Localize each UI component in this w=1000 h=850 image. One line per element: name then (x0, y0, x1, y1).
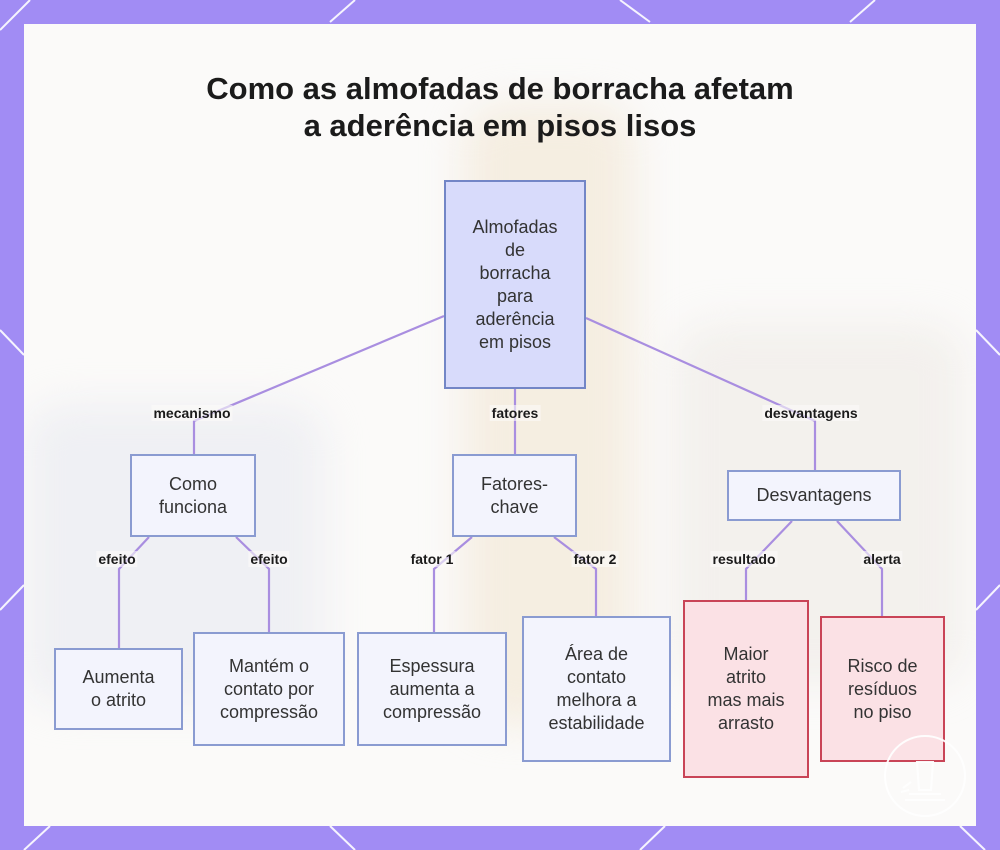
edge-label-fator-2: fator 2 (572, 551, 619, 567)
node-line: chave (481, 496, 548, 519)
node-desvantagens: Desvantagens (727, 470, 901, 521)
edge-alerta (837, 521, 882, 616)
node-line: o atrito (82, 689, 154, 712)
node-area-contato: Área de contato melhora a estabilidade (522, 616, 671, 762)
edge-desvantagens (586, 318, 815, 470)
node-line: aumenta a (383, 678, 481, 701)
node-line: Aumenta (82, 666, 154, 689)
edge-label-efeito-1: efeito (96, 551, 137, 567)
node-line: compressão (383, 701, 481, 724)
node-line: Fatores- (481, 473, 548, 496)
node-maior-atrito: Maior atrito mas mais arrasto (683, 600, 809, 778)
edge-label-desvantagens: desvantagens (762, 405, 859, 421)
node-line: Risco de (847, 655, 917, 678)
node-root: Almofadas de borracha para aderência em … (444, 180, 586, 389)
edge-label-efeito-2: efeito (248, 551, 289, 567)
node-root-line: borracha (472, 262, 557, 285)
node-line: estabilidade (548, 712, 644, 735)
node-root-line: em pisos (472, 331, 557, 354)
node-line: Como (159, 473, 227, 496)
node-line: melhora a (548, 689, 644, 712)
node-aumenta-atrito: Aumenta o atrito (54, 648, 183, 730)
diagram-card: Como as almofadas de borracha afetam a a… (24, 24, 976, 826)
node-line: Espessura (383, 655, 481, 678)
node-line: contato (548, 666, 644, 689)
node-line: mas mais (707, 689, 784, 712)
node-root-line: de (472, 239, 557, 262)
node-line: no piso (847, 701, 917, 724)
node-espessura: Espessura aumenta a compressão (357, 632, 507, 746)
node-line: contato por (220, 678, 318, 701)
edge-mecanismo (194, 316, 444, 454)
node-mantem-contato: Mantém o contato por compressão (193, 632, 345, 746)
node-line: compressão (220, 701, 318, 724)
edge-label-mecanismo: mecanismo (151, 405, 232, 421)
node-line: atrito (707, 666, 784, 689)
edge-label-fatores: fatores (490, 405, 541, 421)
edge-label-fator-1: fator 1 (409, 551, 456, 567)
node-root-line: Almofadas (472, 216, 557, 239)
node-line: Desvantagens (756, 484, 871, 507)
node-fatores-chave: Fatores- chave (452, 454, 577, 537)
node-line: Mantém o (220, 655, 318, 678)
node-line: funciona (159, 496, 227, 519)
node-line: arrasto (707, 712, 784, 735)
node-como-funciona: Como funciona (130, 454, 256, 537)
node-root-line: para (472, 285, 557, 308)
edge-label-resultado: resultado (710, 551, 777, 567)
edge-label-alerta: alerta (861, 551, 902, 567)
node-line: resíduos (847, 678, 917, 701)
node-line: Maior (707, 643, 784, 666)
edge-fator-2 (554, 537, 596, 616)
node-line: Área de (548, 643, 644, 666)
node-root-line: aderência (472, 308, 557, 331)
cup-emblem-icon (881, 732, 969, 820)
